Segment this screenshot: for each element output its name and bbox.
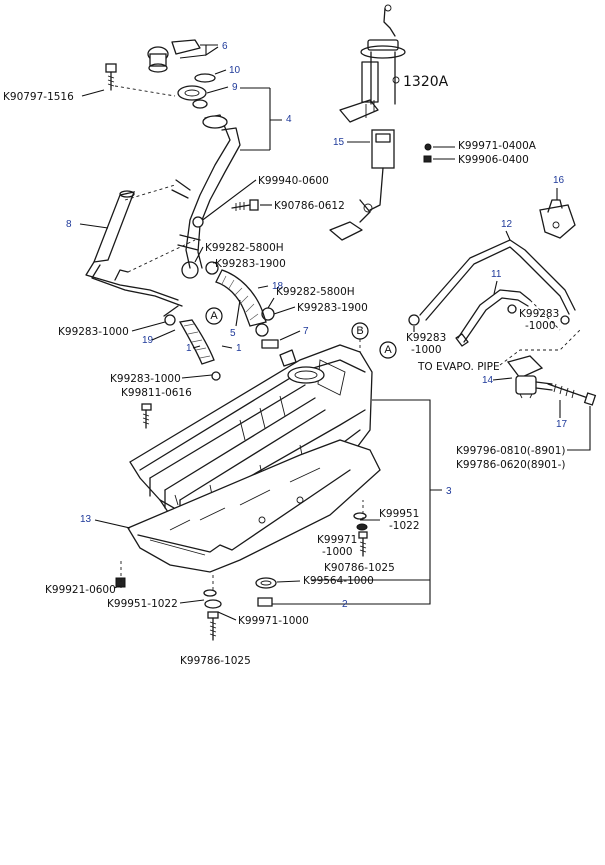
callout-6: 6 [222,41,228,52]
valve-16 [539,199,576,239]
fuel-sender-unit [329,129,395,241]
callout-8: 8 [66,219,72,230]
callout-13: 13 [80,514,92,525]
callout-4: 4 [286,114,292,125]
label-k99282-5800h-lower: K99282-5800H [276,286,355,298]
hose-1 [178,319,215,365]
label-k99786-0620: K99786-0620(8901-) [456,459,566,471]
label-k99921-0600: K99921-0600 [45,584,116,596]
callout-2: 2 [342,599,348,610]
label-k99971-0400a: K99971-0400A [458,140,537,152]
callout-3: 3 [446,486,452,497]
callout-17: 17 [556,419,568,430]
code-1320a: 1320A [403,74,449,90]
label-k90786-0612: K90786-0612 [274,200,345,212]
valve-14 [506,355,553,399]
label-k99811-0616: K99811-0616 [121,387,192,399]
label-k90786-1025: K90786-1025 [324,562,395,574]
callout-12: 12 [501,219,513,230]
bolt-k99811-0616 [141,403,152,429]
marker-a-right [379,341,397,359]
label-k99282-5800h-upper: K99282-5800H [205,242,284,254]
bolt-k90786-0612 [231,199,259,211]
callout-15: 15 [333,137,345,148]
marker-a-left [205,307,223,325]
label-k99283-right-2: K99283 [406,332,446,344]
bolt-k99786-1025 [207,611,219,641]
label-k99906-0400: K99906-0400 [458,154,529,166]
callout-1b: 1 [236,343,242,354]
filler-neck-pipe [171,114,241,269]
marker-a-left-text: A [210,310,218,322]
label-k99564-1000: K99564-1000 [303,575,374,587]
label-1000-right: -1000 [322,546,353,558]
callout-14: 14 [482,375,494,386]
callout-10: 10 [229,65,241,76]
callout-7: 7 [303,326,309,337]
marker-b-text: B [356,325,363,337]
label-k99283-1000-center: K99283-1000 [110,373,181,385]
label-1000-right-1: -1000 [525,320,556,332]
filler-cap [147,46,169,73]
label-k99283-1000-left: K99283-1000 [58,326,129,338]
canister-pipe-8 [85,190,183,307]
label-k99971-1000-lower: K99971-1000 [238,615,309,627]
label-k99796-0810: K99796-0810(-8901) [456,445,566,457]
label-1022-right: -1022 [389,520,420,532]
callout-9: 9 [232,82,238,93]
under-cover-13 [127,439,381,573]
bolt-k90797-1516 [105,63,117,91]
label-k99951-1022-lower: K99951-1022 [107,598,178,610]
label-k99971-right: K99971 [317,534,357,546]
callout-5: 5 [230,328,236,339]
label-k99940-0600: K99940-0600 [258,175,329,187]
label-k99283-1900-lower: K99283-1900 [297,302,368,314]
fuel-pump-assembly [339,4,406,123]
bolt-k90786-1025 [358,531,368,557]
marker-a-right-text: A [384,344,392,356]
vapor-pipe-12 [419,239,576,321]
callout-19: 19 [142,335,154,346]
label-1000-right-2: -1000 [411,344,442,356]
hose-18 [215,269,267,327]
callout-1a: 1 [186,343,192,354]
label-k99951-right: K99951 [379,508,419,520]
fuel-tank [129,344,373,521]
label-k99283-1900-upper: K99283-1900 [215,258,286,270]
vapor-pipe-11 [457,289,531,343]
callout-18: 18 [272,281,284,292]
callout-11: 11 [491,269,502,280]
callout-16: 16 [553,175,565,186]
label-k99786-1025: K99786-1025 [180,655,251,667]
label-k99283-right-1: K99283 [519,308,559,320]
label-k90797-1516: K90797-1516 [3,91,74,103]
label-to-evapo-pipe: TO EVAPO. PIPE [417,361,500,373]
bolt-17 [547,383,597,406]
